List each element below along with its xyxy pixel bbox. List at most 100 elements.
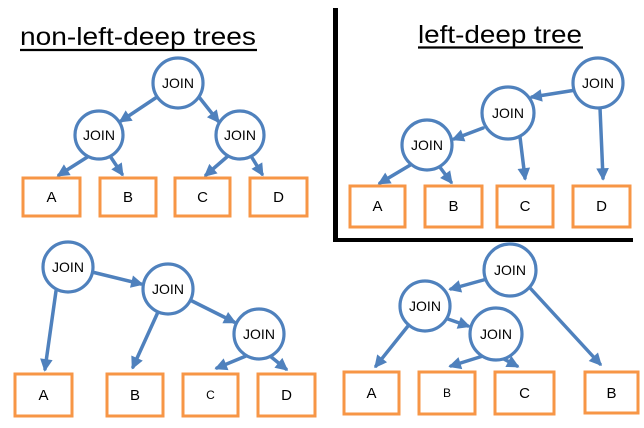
join-node-circle (73, 109, 125, 161)
join-node-low: JOIN (232, 307, 286, 361)
edge-mid-to-leaf-b (131, 310, 160, 370)
join-node-label: JOIN (83, 127, 115, 143)
leaf-box (348, 184, 407, 229)
leaf-label: B (130, 387, 140, 404)
edge-root-to-mid-join (90, 270, 144, 288)
leaf-label: B (123, 189, 133, 206)
leaf-label: C (197, 189, 208, 206)
leaf-box (98, 176, 158, 218)
leaf-label: A (38, 387, 48, 404)
edge-mid-to-low-join (188, 298, 237, 324)
leaf-box (417, 370, 477, 416)
leaf-box-c: C (173, 176, 232, 218)
edge-left-to-low-join (443, 316, 471, 329)
left-deep-title: left-deep tree (418, 21, 582, 49)
leaf-box (13, 372, 74, 418)
edge-root-to-left-join (118, 95, 159, 123)
join-node-label: JOIN (224, 127, 256, 143)
leaf-label: C (520, 198, 531, 215)
vertical-divider-line (333, 8, 338, 242)
leaf-label: D (281, 387, 292, 404)
join-node-circle (482, 242, 538, 298)
tree-balanced: JOIN JOIN JOIN A B C D (21, 56, 309, 218)
edge-join-to-leaf-d (249, 154, 264, 177)
leaf-box (256, 372, 317, 418)
leaf-box (571, 184, 632, 229)
leaf-box-b: B (423, 184, 484, 229)
join-node-circle (398, 279, 452, 333)
join-node-circle (151, 56, 205, 110)
edge-root-to-leaf-b2 (529, 287, 602, 367)
leaf-label: A (372, 198, 382, 215)
horizontal-divider-line (333, 238, 633, 242)
join-node-circle (480, 85, 536, 141)
tree-mixed: JOIN JOIN JOIN A B C B (342, 242, 640, 416)
leaf-box (173, 176, 232, 218)
join-node-circle (41, 240, 95, 294)
leaf-box (248, 176, 309, 218)
edge-root-to-right-join (197, 95, 220, 124)
join-node-low: JOIN (468, 306, 524, 362)
leaf-box-d: D (571, 184, 632, 229)
edge-join-to-leaf-a (56, 154, 91, 177)
join-node-label: JOIN (162, 75, 194, 91)
leaf-box-a: A (21, 176, 82, 218)
leaf-box-c: C (181, 372, 240, 418)
edge-root-to-mid-join (529, 88, 578, 102)
non-left-deep-title: non-left-deep trees (20, 23, 256, 51)
edge-join-to-leaf-c (203, 154, 230, 177)
edge-low-to-leaf-a (377, 162, 414, 185)
join-node-circle (400, 118, 454, 172)
join-node-label: JOIN (52, 259, 84, 275)
leaf-label: B (448, 198, 458, 215)
leaf-box (342, 370, 401, 416)
edge-low-to-leaf-b (448, 354, 485, 370)
join-node-low: JOIN (400, 118, 454, 172)
join-node-mid: JOIN (141, 262, 195, 316)
leaf-box (423, 184, 484, 229)
leaf-box-b: B (417, 370, 477, 416)
edge-root-to-leaf-d (596, 106, 609, 181)
leaf-label: A (46, 189, 56, 206)
join-node-circle (232, 307, 286, 361)
join-node-label: JOIN (480, 326, 512, 342)
join-node-right: JOIN (214, 109, 266, 161)
leaf-label: D (273, 189, 284, 206)
edge-root-to-leaf-a (40, 289, 58, 372)
leaf-label: D (596, 198, 607, 215)
join-node-root: JOIN (571, 56, 625, 110)
leaf-box-c: C (495, 184, 555, 229)
leaf-box (495, 184, 555, 229)
edge-low-to-leaf-b (437, 164, 453, 185)
edge-mid-to-low-join (451, 126, 485, 142)
join-node-left: JOIN (398, 279, 452, 333)
join-node-root: JOIN (41, 240, 95, 294)
join-node-root: JOIN (482, 242, 538, 298)
leaf-box-c: C (493, 370, 556, 416)
leaf-box (583, 370, 640, 415)
join-node-label: JOIN (494, 262, 526, 278)
leaf-label: B (606, 385, 616, 402)
edge-join-to-leaf-b (108, 154, 124, 177)
join-node-label: JOIN (409, 298, 441, 314)
tree-right-deep: JOIN JOIN JOIN A B C D (13, 240, 317, 418)
edge-root-to-left-join (448, 277, 489, 293)
leaf-box-b: B (98, 176, 158, 218)
leaf-box-a: A (13, 372, 74, 418)
join-node-label: JOIN (411, 137, 443, 153)
leaf-box (105, 372, 165, 418)
join-node-label: JOIN (492, 105, 524, 121)
leaf-box-d: D (256, 372, 317, 418)
join-node-circle (468, 306, 524, 362)
join-node-label: JOIN (243, 326, 275, 342)
leaf-box (493, 370, 556, 416)
join-node-label: JOIN (152, 281, 184, 297)
leaf-box (181, 372, 240, 418)
leaf-label: B (443, 386, 451, 400)
tree-left-deep: JOIN JOIN JOIN A B C D (348, 56, 632, 229)
join-node-circle (141, 262, 195, 316)
leaf-box-d: D (248, 176, 309, 218)
edge-low-to-leaf-d (268, 354, 289, 371)
